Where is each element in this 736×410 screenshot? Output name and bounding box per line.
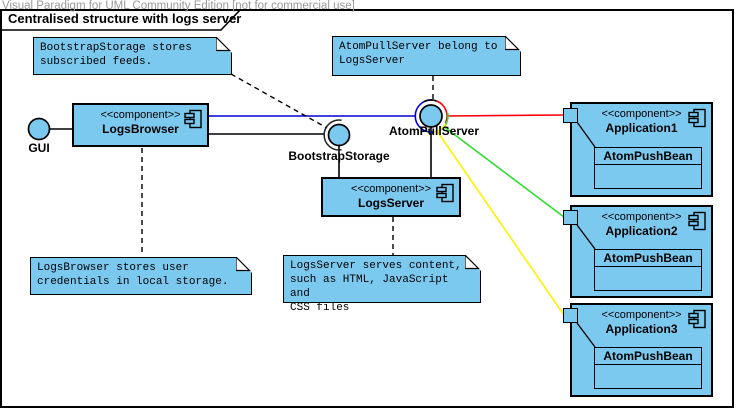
diagram-title: Centralised structure with logs server bbox=[8, 11, 242, 26]
note-fold-icon bbox=[216, 36, 233, 53]
note-text: BootstrapStorage stores subscribed feeds… bbox=[40, 42, 192, 68]
note-fold-icon bbox=[465, 254, 482, 271]
bootstrapstorage-socket-arc bbox=[323, 119, 342, 151]
stereotype-label: <<component>> bbox=[601, 108, 682, 120]
connector-atompullserver-application2[interactable] bbox=[442, 125, 565, 218]
stereotype-label: <<component>> bbox=[601, 211, 682, 223]
atompullserver-interface-ball[interactable] bbox=[419, 104, 443, 128]
watermark-text: Visual Paradigm for UML Community Editio… bbox=[2, 0, 355, 12]
atompullserver-label: AtomPullServer bbox=[388, 124, 480, 138]
component-name: Application3 bbox=[605, 322, 678, 336]
port-application3[interactable] bbox=[563, 308, 578, 323]
note-logsbrowser[interactable]: LogsBrowser stores user credentials in l… bbox=[30, 256, 253, 295]
component-logsserver[interactable]: <<component>> LogsServer bbox=[321, 177, 461, 217]
component-application1[interactable]: <<component>> Application1 AtomPushBean bbox=[570, 102, 713, 197]
atompullserver-socket-arc-red bbox=[436, 100, 448, 124]
note-bootstrapstorage[interactable]: BootstrapStorage stores subscribed feeds… bbox=[33, 36, 233, 75]
gui-interface-ball[interactable] bbox=[27, 117, 51, 141]
note-fold-icon bbox=[236, 256, 253, 273]
bean-atompushbean[interactable]: AtomPushBean bbox=[594, 249, 702, 291]
component-name: LogsBrowser bbox=[102, 122, 179, 136]
anchor-note1-bootstrapstorage[interactable] bbox=[230, 73, 328, 129]
port-application2[interactable] bbox=[563, 210, 578, 225]
component-icon bbox=[688, 211, 706, 231]
bean-name: AtomPushBean bbox=[595, 148, 701, 165]
note-atompullserver[interactable]: AtomPullServer belong to LogsServer bbox=[332, 35, 522, 76]
component-name: Application1 bbox=[605, 121, 678, 135]
connector-atompullserver-application1[interactable] bbox=[446, 114, 565, 117]
component-icon bbox=[688, 309, 706, 329]
bean-name: AtomPushBean bbox=[595, 250, 701, 267]
component-logsbrowser[interactable]: <<component>> LogsBrowser bbox=[72, 103, 209, 147]
connector-atompullserver-application3[interactable] bbox=[436, 130, 565, 316]
stereotype-label: <<component>> bbox=[100, 109, 181, 121]
stereotype-label: <<component>> bbox=[601, 309, 682, 321]
note-text: AtomPullServer belong to LogsServer bbox=[339, 41, 498, 67]
gui-label: GUI bbox=[28, 141, 50, 155]
component-application2[interactable]: <<component>> Application2 AtomPushBean bbox=[570, 205, 713, 298]
component-application3[interactable]: <<component>> Application3 AtomPushBean bbox=[570, 303, 713, 397]
bean-atompushbean[interactable]: AtomPushBean bbox=[594, 347, 702, 389]
bean-atompushbean[interactable]: AtomPushBean bbox=[594, 147, 702, 189]
component-icon bbox=[688, 108, 706, 128]
component-name: Application2 bbox=[605, 224, 678, 238]
atompullserver-socket-arc-yellow bbox=[433, 123, 446, 133]
note-fold-icon bbox=[505, 35, 522, 52]
note-text: LogsBrowser stores user credentials in l… bbox=[37, 262, 229, 288]
component-icon bbox=[184, 109, 202, 129]
stereotype-label: <<component>> bbox=[350, 183, 432, 195]
port-application1[interactable] bbox=[563, 108, 578, 123]
component-name: LogsServer bbox=[357, 196, 425, 210]
bootstrapstorage-label: BootstrapStorage bbox=[288, 149, 390, 163]
bootstrapstorage-interface-ball[interactable] bbox=[327, 123, 351, 147]
note-text: LogsServer serves content, such as HTML,… bbox=[290, 260, 462, 314]
bean-name: AtomPushBean bbox=[595, 348, 701, 365]
note-logsserver[interactable]: LogsServer serves content, such as HTML,… bbox=[283, 254, 482, 314]
component-icon bbox=[436, 183, 454, 203]
